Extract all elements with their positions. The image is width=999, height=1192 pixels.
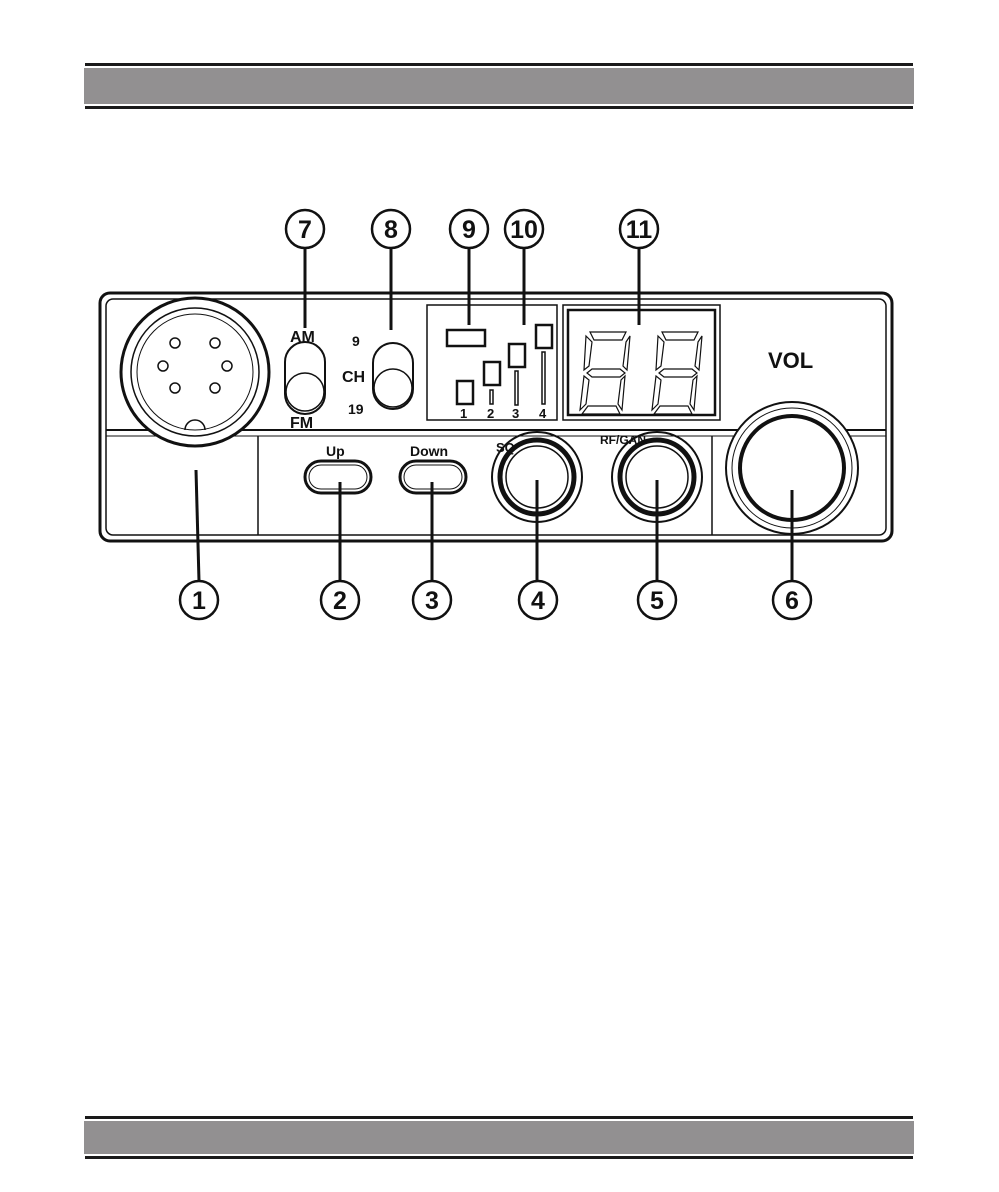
callout-circle (503, 208, 545, 250)
callout-circle (618, 208, 660, 250)
callout-circle (411, 579, 453, 621)
callout-circle (284, 208, 326, 250)
callout-circle (370, 208, 412, 250)
header-band (84, 66, 914, 106)
callout-number: 5 (650, 587, 664, 615)
callout-circle (178, 579, 220, 621)
callout-number: 11 (626, 216, 653, 244)
callout-number: 2 (333, 587, 347, 615)
fm-label: FM (290, 415, 313, 432)
callout-number: 10 (510, 216, 538, 244)
meter-label-2: 2 (487, 406, 494, 421)
am-label: AM (290, 329, 315, 346)
callout-number: 8 (384, 216, 398, 244)
rf-gain-label: RF/GAN (600, 433, 646, 447)
ch9-label: 9 (352, 333, 360, 349)
callout-circle (448, 208, 490, 250)
callout-circle (319, 579, 361, 621)
vol-label: VOL (768, 348, 813, 373)
callout-number: 4 (531, 587, 545, 615)
tx-indicator (445, 328, 487, 348)
meter-label-4: 4 (539, 406, 547, 421)
callout-number: 9 (462, 216, 476, 244)
meter-label-3: 3 (512, 406, 519, 421)
callout-number: 6 (785, 587, 799, 615)
ch-label: CH (342, 369, 365, 386)
ch19-label: 19 (348, 401, 364, 417)
up-button[interactable] (303, 459, 373, 495)
callout-circle (517, 579, 559, 621)
up-label: Up (326, 443, 345, 459)
leader-lines (194, 248, 794, 582)
channel-display (562, 304, 721, 421)
callout-circle (771, 579, 813, 621)
meter-label-1: 1 (460, 406, 467, 421)
callout-circle (636, 579, 678, 621)
sq-label: SQ (496, 440, 515, 455)
callout-number: 3 (425, 587, 439, 615)
down-label: Down (410, 443, 448, 459)
am-fm-switch[interactable] (284, 341, 326, 415)
ch9-ch19-switch[interactable] (372, 342, 414, 410)
callout-number: 1 (192, 587, 206, 615)
footer-band (84, 1119, 914, 1156)
signal-meter (426, 304, 558, 421)
callout-number: 7 (298, 216, 312, 244)
mic-connector (119, 296, 271, 448)
